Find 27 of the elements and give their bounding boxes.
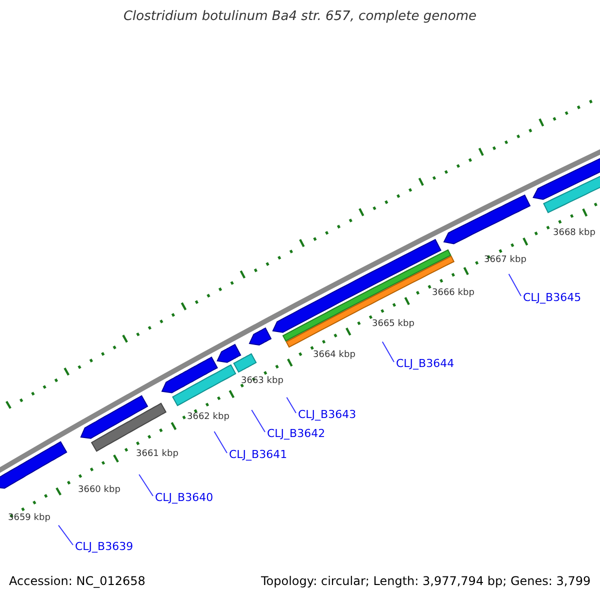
leader-line bbox=[508, 273, 522, 296]
gene-label: CLJ_B3643 bbox=[298, 409, 356, 420]
scale-label: 3665 kbp bbox=[372, 320, 414, 329]
leader-line bbox=[58, 524, 74, 546]
title: Clostridium botulinum Ba4 str. 657, complete genome bbox=[122, 10, 478, 23]
leader-line bbox=[138, 474, 154, 496]
scale-label: 3667 kbp bbox=[484, 256, 526, 265]
scale-label: 3664 kbp bbox=[313, 351, 356, 360]
scale-label: 3659 kbp bbox=[8, 514, 50, 523]
scale-label: 3666 kbp bbox=[432, 289, 474, 298]
gene-label: CLJ_B3645 bbox=[523, 292, 582, 303]
gene-label: CLJ_B3641 bbox=[229, 449, 288, 460]
leader-line bbox=[382, 341, 394, 362]
scale-label: 3662 kbp bbox=[187, 413, 230, 422]
gene-label: CLJ_B3640 bbox=[155, 492, 214, 503]
leader-line bbox=[286, 396, 296, 414]
scale-label: 3663 kbp bbox=[241, 377, 284, 386]
leader-line bbox=[251, 409, 266, 432]
gene-label: CLJ_B3644 bbox=[396, 358, 454, 369]
leader-line bbox=[214, 431, 228, 454]
scale-label: 3660 kbp bbox=[78, 486, 120, 495]
footer-text: Topology: circular; Length: 3,977,794 bp; Genes: 3,799 bbox=[261, 575, 591, 587]
scale-label: 3661 kbp bbox=[136, 450, 178, 459]
gene-label: CLJ_B3642 bbox=[267, 428, 326, 439]
footer-text: Accession: NC_012658 bbox=[9, 575, 146, 587]
scale-label: 3668 kbp bbox=[553, 229, 596, 238]
gene-label: CLJ_B3639 bbox=[75, 541, 134, 552]
